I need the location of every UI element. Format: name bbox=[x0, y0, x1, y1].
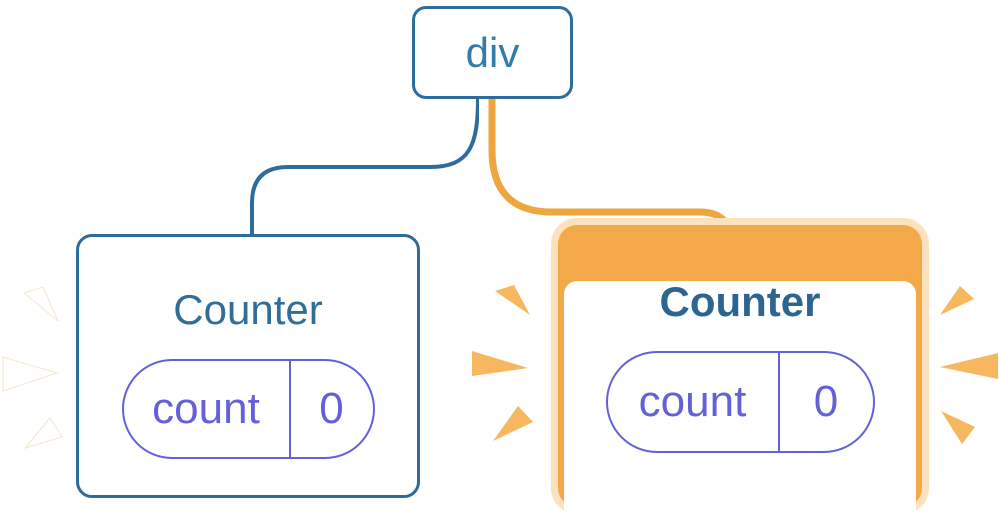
state-key: count bbox=[124, 361, 291, 457]
flash-mark-icon bbox=[495, 285, 530, 315]
root-node-label: div bbox=[465, 28, 520, 76]
state-pill: count 0 bbox=[605, 351, 875, 453]
connector-line-left bbox=[250, 97, 480, 240]
flash-mark-icon bbox=[2, 356, 59, 392]
flash-mark-icon bbox=[493, 406, 533, 441]
flash-mark-icon bbox=[940, 286, 974, 315]
highlight-border: Counter count 0 bbox=[558, 225, 922, 515]
counter-title: Counter bbox=[659, 278, 821, 325]
state-value: 0 bbox=[319, 384, 344, 433]
flash-mark-icon bbox=[940, 353, 998, 379]
counter-node-left: Counter count 0 bbox=[76, 234, 420, 498]
state-pill: count 0 bbox=[121, 359, 375, 459]
counter-title: Counter bbox=[173, 286, 323, 333]
state-value: 0 bbox=[813, 377, 839, 426]
flash-mark-icon bbox=[23, 417, 63, 449]
flash-mark-icon bbox=[941, 411, 975, 444]
counter-node-right-highlight: Counter count 0 bbox=[551, 218, 929, 515]
counter-node-right: Counter count 0 bbox=[564, 281, 916, 515]
flash-mark-icon bbox=[472, 351, 528, 376]
flash-mark-icon bbox=[22, 286, 59, 322]
root-node-div: div bbox=[412, 6, 573, 99]
state-key: count bbox=[608, 353, 780, 451]
